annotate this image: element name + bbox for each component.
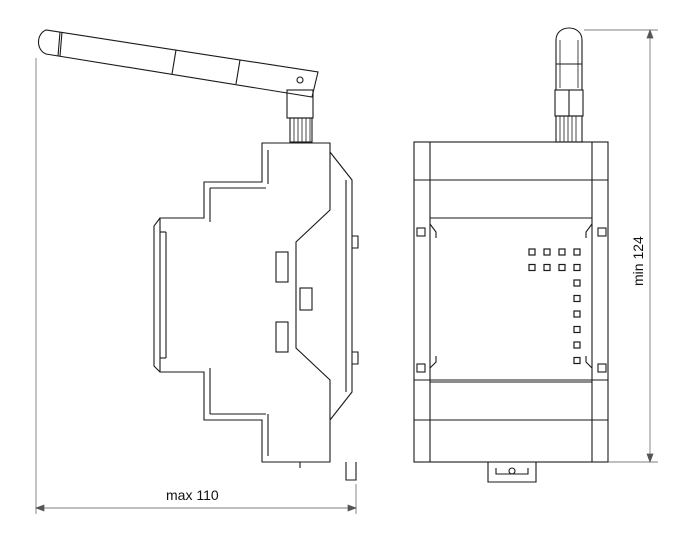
led-indicator: [573, 248, 581, 256]
front-housing: [413, 141, 609, 483]
led-indicator: [543, 248, 551, 256]
width-arrow-left: [35, 504, 45, 512]
led-indicator: [573, 356, 581, 365]
height-arrow-top: [646, 29, 654, 39]
led-indicator: [573, 325, 581, 334]
side-housing: [153, 142, 359, 481]
led-indicator: [573, 341, 581, 349]
front-view: [413, 27, 609, 483]
led-indicator-grid: [528, 248, 581, 365]
width-arrow-right: [347, 504, 357, 512]
led-indicator: [573, 310, 581, 318]
led-indicator: [528, 248, 536, 256]
height-arrow-bottom: [646, 453, 654, 463]
led-indicator: [558, 263, 566, 272]
side-view: [37, 29, 359, 481]
led-indicator: [573, 279, 581, 287]
dimension-lines: [35, 29, 658, 514]
side-antenna: [37, 29, 319, 143]
height-dimension-label: min 124: [630, 236, 646, 286]
front-antenna: [554, 27, 584, 143]
led-indicator: [558, 248, 566, 256]
led-indicator: [528, 263, 536, 272]
width-dimension-label: max 110: [166, 487, 219, 503]
led-indicator: [573, 263, 581, 272]
led-indicator: [543, 263, 551, 272]
led-indicator: [573, 294, 581, 303]
